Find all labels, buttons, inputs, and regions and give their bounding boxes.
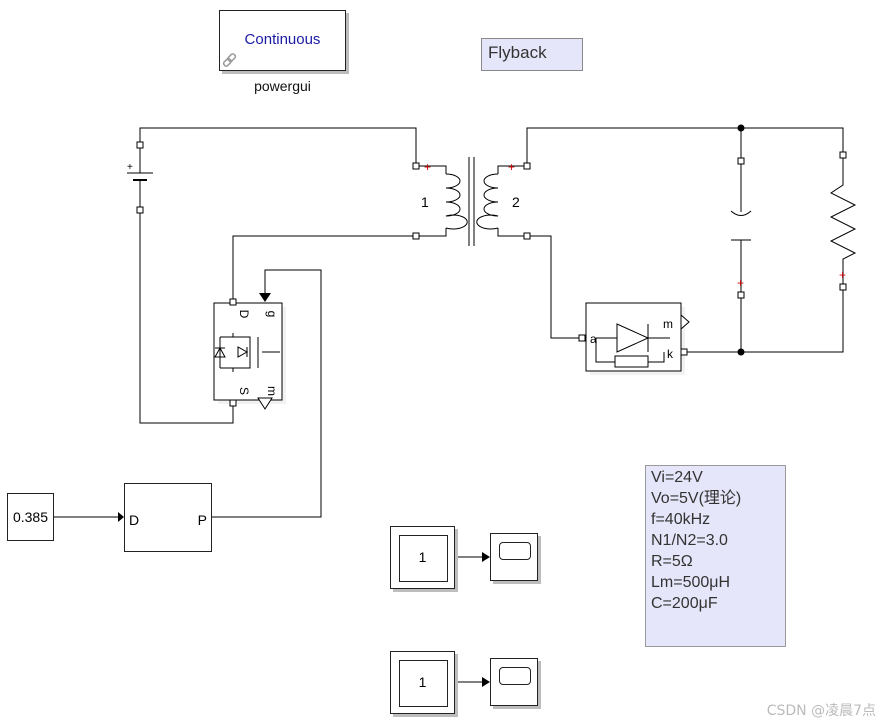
param-line: Lm=500μH — [651, 574, 731, 591]
load-resistor[interactable]: + — [829, 151, 857, 291]
scope-icon — [499, 542, 531, 560]
powergui-block[interactable]: Continuous — [219, 10, 346, 71]
secondary-polarity: + — [508, 160, 515, 174]
diode-block[interactable]: a k m — [578, 302, 690, 375]
model-title-annotation[interactable]: Flyback — [481, 38, 583, 71]
constant-block[interactable]: 0.385 — [7, 493, 54, 541]
diode-cathode-label: k — [667, 347, 674, 361]
scope-block[interactable] — [490, 533, 538, 581]
primary-polarity: + — [424, 160, 431, 174]
linear-transformer[interactable]: + + 1 2 — [412, 157, 531, 246]
powergui-label: powergui — [254, 78, 311, 94]
dc-polarity-label: + — [127, 162, 133, 173]
diode-measure-label: m — [663, 317, 673, 331]
param-line: N1/N2=3.0 — [651, 532, 728, 549]
scope-icon — [499, 667, 531, 685]
pwm-output-port-label: P — [197, 512, 207, 528]
wire[interactable] — [526, 127, 844, 166]
pwm-input-port-label: D — [129, 512, 140, 528]
link-icon — [222, 53, 237, 67]
wire[interactable] — [139, 127, 417, 166]
display-value: 1 — [418, 549, 427, 565]
display-block[interactable]: 1 — [390, 526, 455, 589]
wire[interactable] — [212, 269, 322, 518]
arrow-head — [118, 512, 124, 522]
arrow-head — [482, 552, 490, 562]
arrow-head — [259, 293, 271, 302]
wire[interactable] — [527, 235, 582, 339]
param-line: R=5Ω — [651, 553, 693, 570]
param-line: Vi=24V — [651, 469, 703, 486]
watermark: CSDN @凌晨7点 — [766, 703, 876, 719]
wire[interactable] — [684, 288, 844, 353]
display-value: 1 — [418, 674, 427, 690]
dc-voltage-source[interactable]: + — [127, 141, 153, 214]
mosfet-source-label: S — [237, 387, 251, 395]
wire[interactable] — [232, 235, 416, 302]
diode-anode-label: a — [590, 332, 597, 346]
param-line: C=200μF — [651, 595, 718, 612]
model-title: Flyback — [488, 43, 547, 62]
arrow-head — [482, 677, 490, 687]
mosfet-drain-label: D — [237, 310, 251, 319]
parameters-annotation[interactable]: Vi=24V Vo=5V(理论) f=40kHz N1/N2=3.0 R=5Ω … — [645, 465, 786, 647]
wire[interactable] — [139, 210, 234, 424]
param-line: Vo=5V(理论) — [651, 490, 742, 507]
constant-value: 0.385 — [12, 509, 49, 525]
junction-dot — [737, 124, 745, 132]
scope-block[interactable] — [490, 658, 538, 706]
resistor-polarity: + — [839, 268, 846, 282]
powergui-mode: Continuous — [244, 31, 321, 48]
winding-2-label: 2 — [512, 194, 520, 210]
display-block[interactable]: 1 — [390, 651, 455, 714]
mosfet-block[interactable]: D g S m — [213, 298, 286, 410]
pwm-generator-block[interactable]: D P — [124, 483, 212, 552]
mosfet-gate-label: g — [265, 311, 279, 318]
capacitor-polarity: + — [737, 276, 744, 290]
capacitor[interactable]: + — [730, 157, 752, 299]
winding-1-label: 1 — [421, 194, 429, 210]
param-line: f=40kHz — [651, 511, 711, 528]
junction-dot — [737, 348, 745, 356]
mosfet-measure-label: m — [265, 386, 279, 396]
